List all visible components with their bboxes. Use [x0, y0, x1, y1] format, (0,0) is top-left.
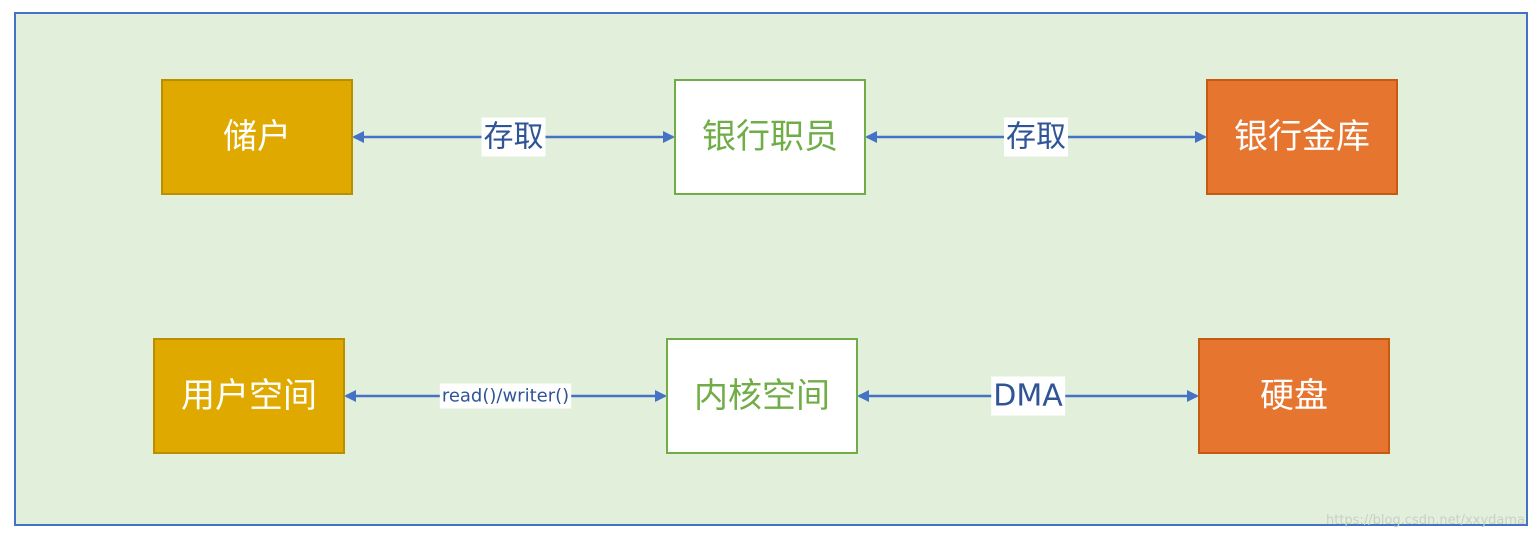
node-box-depositor — [161, 79, 353, 195]
node-label-bank-clerk: 银行职员 — [702, 117, 838, 157]
node-hard-disk: 硬盘 — [1198, 338, 1390, 454]
edge-label-background — [1004, 117, 1068, 157]
edge-label: DMA — [993, 379, 1063, 414]
node-label-depositor: 储户 — [223, 117, 291, 157]
node-depositor: 储户 — [161, 79, 353, 195]
edge-user-space-kernel-space: read()/writer() — [344, 383, 667, 409]
edge-bank-clerk-bank-vault: 存取 — [865, 117, 1207, 157]
edge-label-background — [481, 117, 546, 157]
node-box-bank-clerk — [674, 79, 866, 195]
edge-depositor-bank-clerk: 存取 — [352, 117, 675, 157]
node-bank-clerk: 银行职员 — [674, 79, 866, 195]
edges-layer: 存取 存取 read()/writer() DMA — [344, 117, 1207, 416]
edge-label: 存取 — [1006, 120, 1066, 155]
node-box-kernel-space — [666, 338, 858, 454]
edge-label-background — [991, 376, 1066, 416]
edge-kernel-space-hard-disk: DMA — [857, 376, 1199, 416]
node-kernel-space: 内核空间 — [666, 338, 858, 454]
node-bank-vault: 银行金库 — [1206, 79, 1398, 195]
node-user-space: 用户空间 — [153, 338, 345, 454]
node-box-bank-vault — [1206, 79, 1398, 195]
edge-label-background — [439, 383, 572, 409]
node-label-kernel-space: 内核空间 — [694, 376, 830, 416]
watermark-text: https://blog.csdn.net/xxydama — [1326, 513, 1525, 528]
edge-label: 存取 — [484, 120, 544, 155]
node-label-user-space: 用户空间 — [181, 376, 317, 416]
node-label-bank-vault: 银行金库 — [1234, 117, 1370, 157]
node-label-hard-disk: 硬盘 — [1260, 376, 1328, 416]
node-box-user-space — [153, 338, 345, 454]
node-box-hard-disk — [1198, 338, 1390, 454]
edge-label: read()/writer() — [442, 386, 569, 407]
